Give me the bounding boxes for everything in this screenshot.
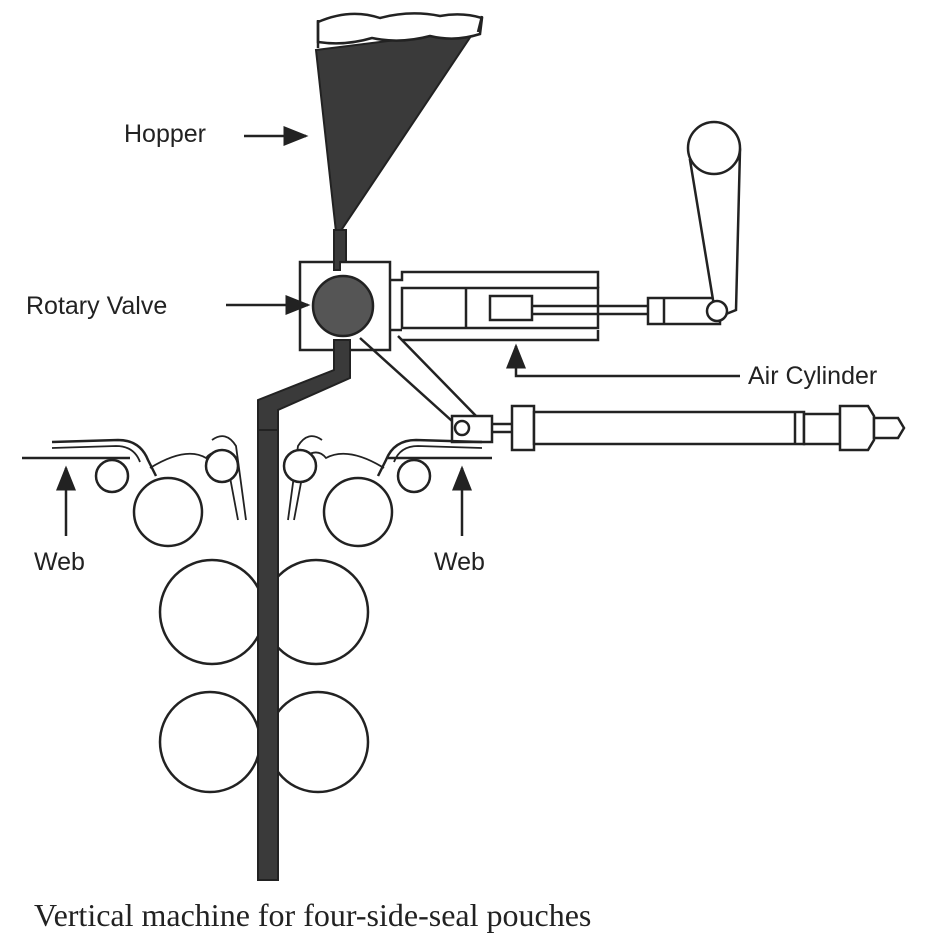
seal-rollers: [158, 558, 370, 794]
figure-caption: Vertical machine for four-side-seal pouc…: [34, 897, 591, 933]
upper-air-cylinder: [390, 270, 722, 342]
label-hopper: Hopper: [124, 120, 206, 148]
rotary-valve: [298, 260, 392, 352]
guide-rollers: [94, 448, 432, 548]
label-rotary-valve: Rotary Valve: [26, 292, 167, 320]
linkage: [359, 335, 479, 431]
lower-air-cylinder: [450, 404, 906, 452]
leader-air-cylinder: [506, 343, 740, 378]
label-web-right: Web: [434, 548, 485, 576]
hopper: [314, 12, 484, 233]
pouch-strip: [257, 429, 279, 881]
label-air-cylinder: Air Cylinder: [748, 362, 877, 390]
crank-lever: [686, 120, 742, 323]
label-web-left: Web: [34, 548, 85, 576]
